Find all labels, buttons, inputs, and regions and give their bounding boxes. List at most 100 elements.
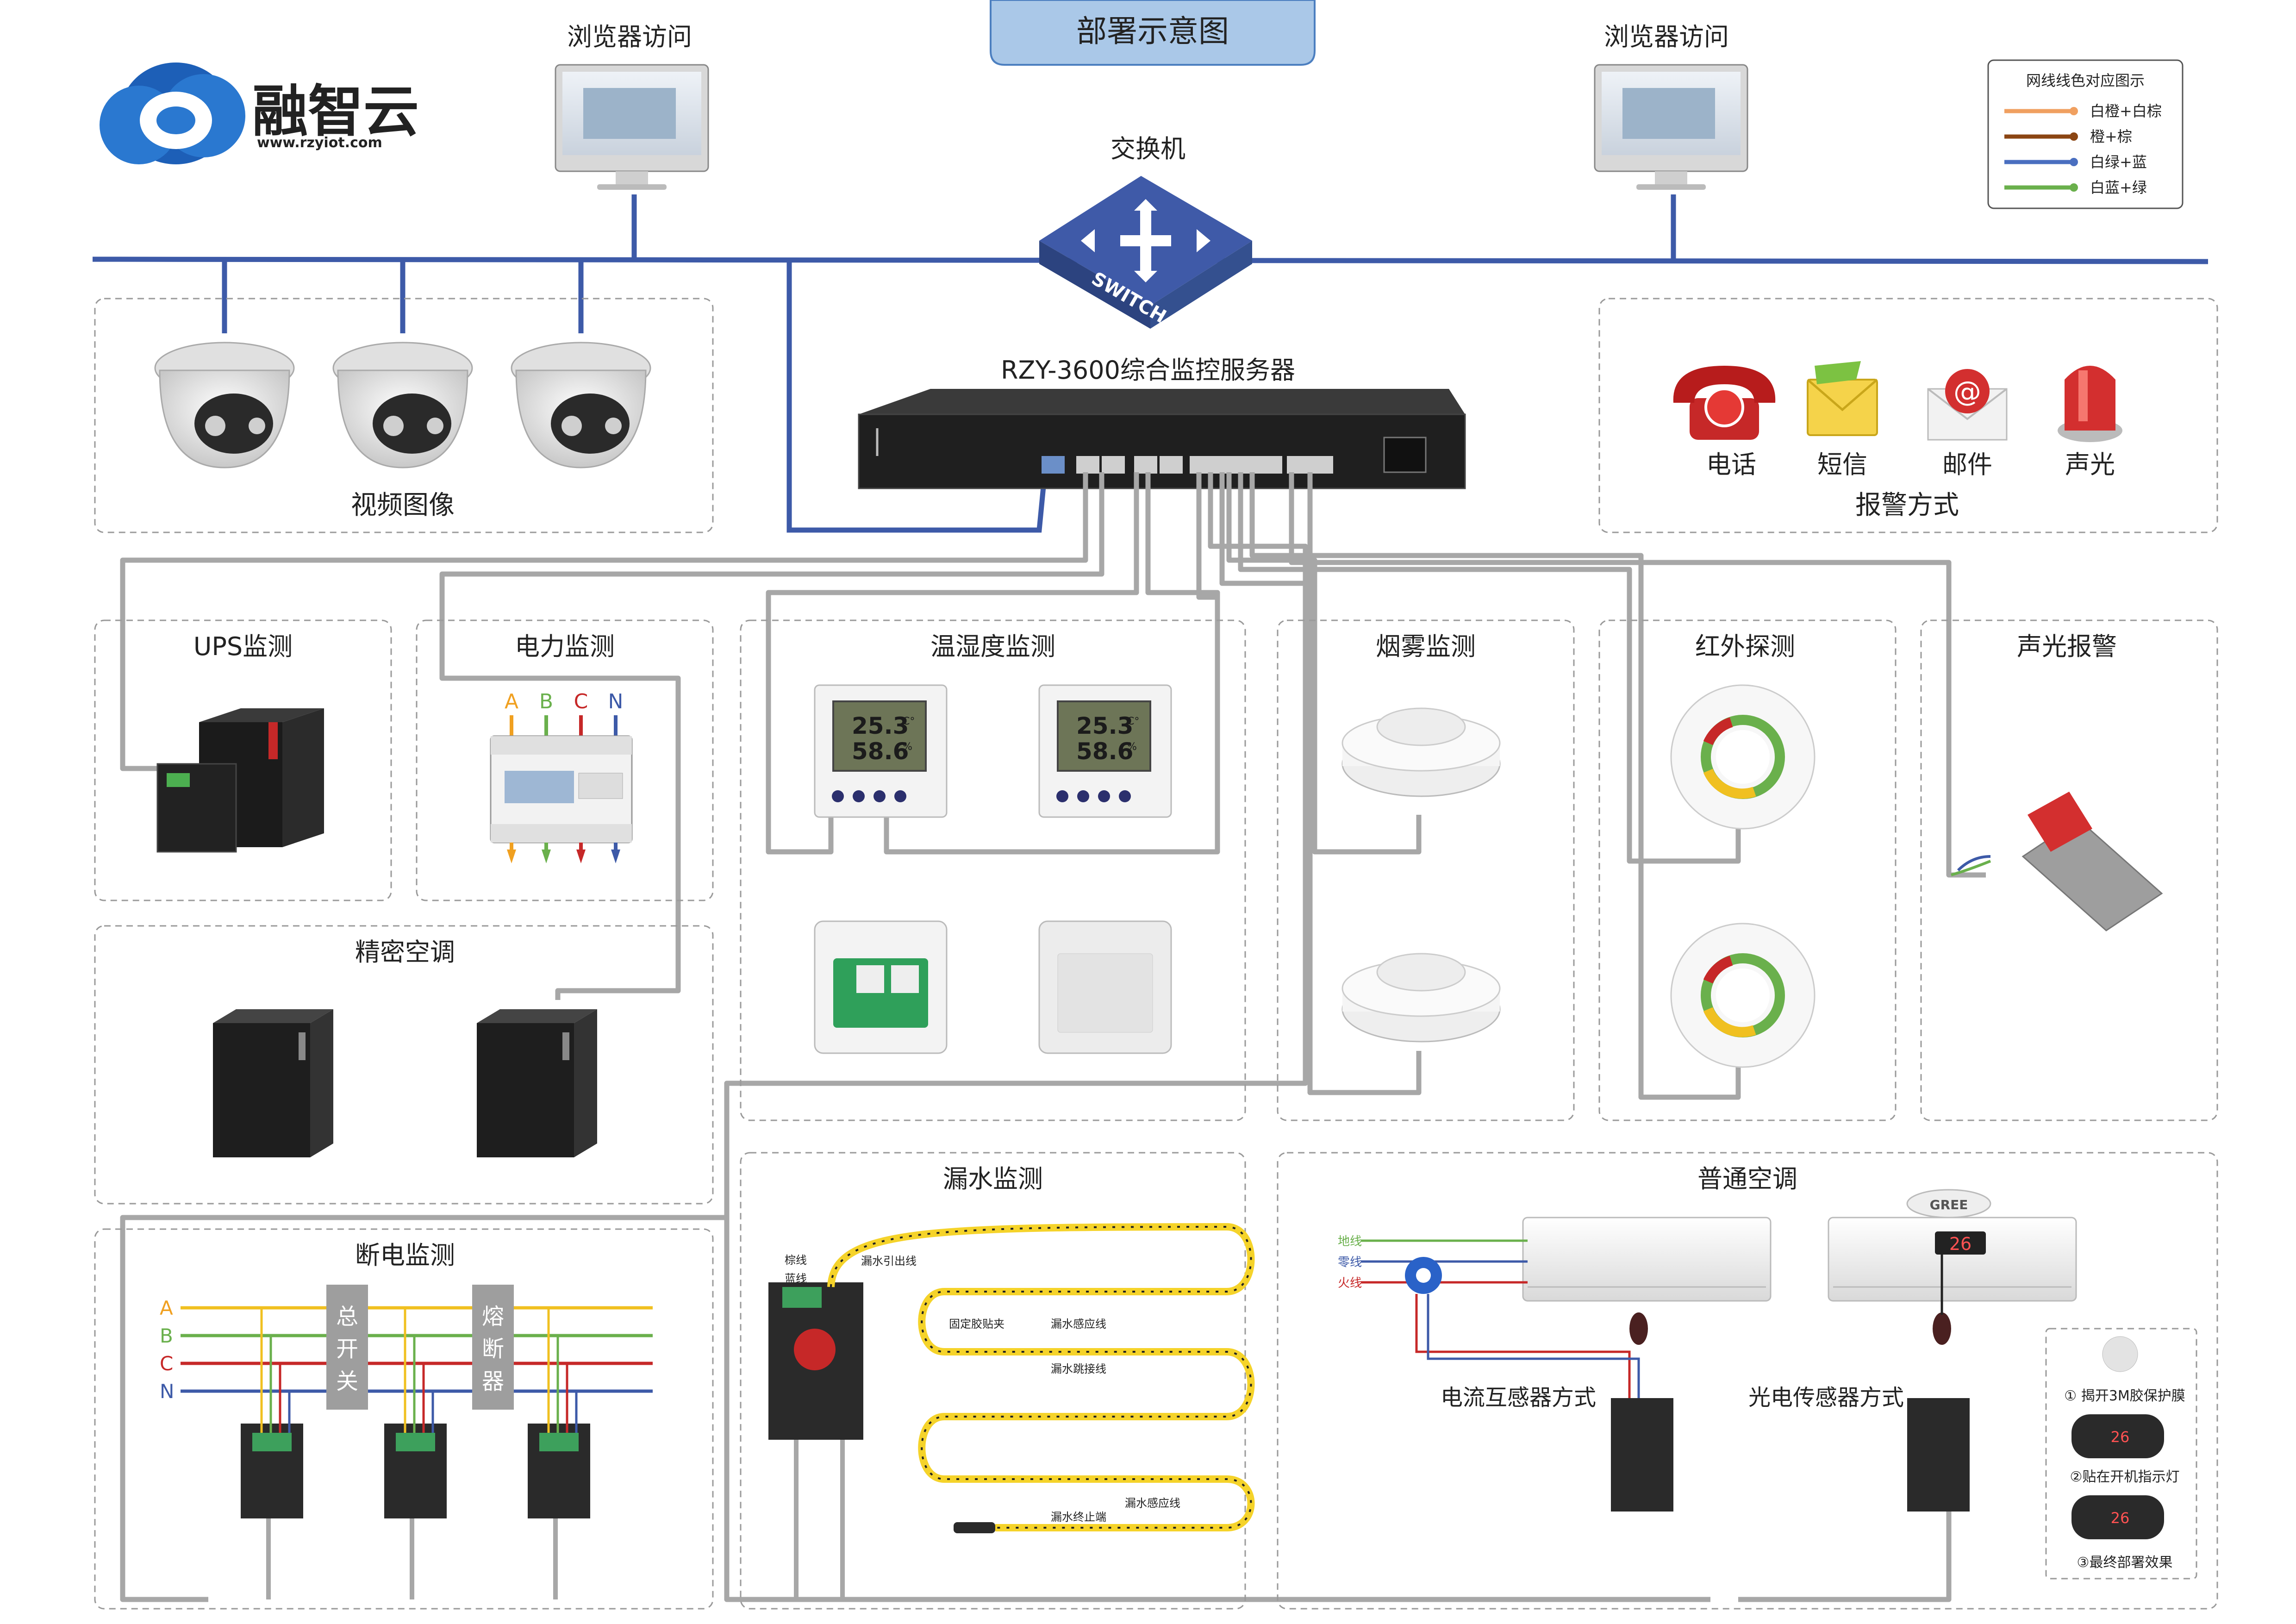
hum-unit: % (903, 741, 912, 753)
water-label: 漏水感应线 (1051, 1318, 1106, 1330)
install-step: ②贴在开机指示灯 (2070, 1469, 2180, 1485)
temp-sensor-board-open (814, 920, 948, 1054)
alarm-email-label: 邮件 (1942, 450, 1992, 479)
ac-install-steps: ① 揭开3M胶保护膜 26 ②贴在开机指示灯 26 ③最终部署效果 (2045, 1328, 2197, 1580)
cable-color-legend: 网线线色对应图示 白橙+白棕 橙+棕 白绿+蓝 白蓝+绿 (1987, 59, 2184, 209)
infrared-detector-1-icon (1670, 684, 1816, 830)
server-label: RZY-3600综合监控服务器 (1001, 356, 1295, 385)
section-title-temp: 温湿度监测 (930, 632, 1055, 661)
method-ct-label: 电流互感器方式 (1441, 1385, 1596, 1411)
fuse-char: 熔 (482, 1304, 504, 1330)
precision-ac-2-icon (477, 1009, 597, 1157)
temp-unit: C° (1127, 716, 1139, 727)
server-rack-icon (858, 389, 1466, 489)
browser-left-label: 浏览器访问 (567, 22, 692, 51)
temp-sensor-2: 25.3 C° 58.6 % (1038, 684, 1172, 818)
temp-reading: 25.3 (1076, 712, 1133, 739)
fuse-char: 器 (482, 1368, 504, 1394)
infrared-detector-2-icon (1670, 923, 1816, 1068)
water-wire-label: 棕线 (785, 1254, 807, 1267)
svg-text:@: @ (1953, 375, 1981, 408)
water-label: 漏水引出线 (861, 1255, 917, 1268)
phase-label: N (160, 1380, 174, 1403)
hum-reading: 58.6 (1076, 738, 1133, 765)
precision-ac-1-icon (213, 1009, 333, 1157)
ac-wire-label: 零线 (1338, 1255, 1362, 1269)
smoke-detector-2-icon (1341, 953, 1501, 1043)
logo-url: www.rzyiot.com (257, 135, 382, 151)
camera-1-icon (154, 342, 295, 468)
ups-icon (156, 708, 324, 853)
smoke-detector-1-icon (1341, 707, 1501, 797)
section-title-water: 漏水监测 (943, 1164, 1043, 1193)
alarm-sms-label: 短信 (1817, 450, 1867, 479)
phase-label: N (608, 690, 624, 713)
hum-reading: 58.6 (852, 738, 909, 765)
monitor-right-icon (1594, 64, 1748, 190)
water-label: 漏水感应线 (1125, 1497, 1180, 1510)
section-boxes (94, 298, 2218, 1610)
logo: 融智云 www.rzyiot.com (100, 62, 419, 164)
monitor-left-icon (555, 64, 709, 190)
power-meter: A B C N (490, 690, 633, 863)
method-photo-label: 光电传感器方式 (1748, 1385, 1904, 1411)
phase-label: C (574, 690, 588, 713)
phone-icon (1673, 366, 1776, 440)
section-title-power-off: 断电监测 (355, 1241, 455, 1270)
ac-indoor-unit-1-icon (1522, 1217, 1772, 1302)
legend-item: 白蓝+绿 (2090, 179, 2147, 196)
water-leak-setup: 棕线 蓝线 漏水引出线 固定胶贴夹 漏水感应线 漏水跳接线 漏水终止端 漏水感应… (768, 1223, 1255, 1599)
temp-reading: 25.3 (852, 712, 909, 739)
legend-item: 白绿+蓝 (2090, 153, 2147, 171)
ac-brand: GREE (1930, 1197, 1968, 1212)
ac-display-mini: 26 (2111, 1509, 2130, 1527)
ac-wire-label: 火线 (1338, 1276, 1362, 1290)
title-tab: 部署示意图 (990, 0, 1316, 66)
section-title-sound-light: 声光报警 (2017, 632, 2117, 661)
logo-name: 融智云 (252, 80, 419, 144)
section-title-normal-ac: 普通空调 (1697, 1164, 1797, 1193)
water-label: 漏水终止端 (1051, 1511, 1106, 1524)
water-label: 漏水跳接线 (1051, 1362, 1106, 1375)
alarm-sound-light-label: 声光 (2065, 450, 2115, 479)
camera-3-icon (511, 342, 651, 468)
fuse-char: 断 (482, 1336, 504, 1362)
phase-label: A (160, 1297, 173, 1319)
main-switch-char: 开 (336, 1336, 358, 1362)
install-step: ③最终部署效果 (2077, 1555, 2173, 1571)
hum-unit: % (1127, 741, 1137, 753)
phase-label: A (505, 690, 518, 713)
main-switch-char: 总 (336, 1304, 358, 1330)
ac-indoor-unit-2-icon: GREE 26 (1828, 1189, 2077, 1302)
switch-icon: SWITCH (1039, 176, 1252, 329)
section-title-power: 电力监测 (515, 632, 615, 661)
install-step: ① 揭开3M胶保护膜 (2064, 1388, 2185, 1404)
sms-icon (1807, 361, 1878, 436)
water-label: 固定胶贴夹 (949, 1318, 1004, 1330)
temp-unit: C° (903, 716, 915, 727)
siren-icon (2058, 366, 2122, 442)
section-title-precision-ac: 精密空调 (355, 937, 455, 967)
ct-wiring: 地线 零线 火线 (1338, 1235, 1970, 1512)
power-off-wiring: A B C N 总 开 关 熔 断 器 (160, 1285, 653, 1599)
legend-item: 白橙+白棕 (2090, 102, 2162, 120)
email-icon: @ (1927, 369, 2008, 441)
legend-item: 橙+棕 (2090, 128, 2132, 145)
page-title: 部署示意图 (1076, 13, 1229, 49)
section-title-video: 视频图像 (351, 490, 455, 520)
phase-label: C (160, 1352, 173, 1375)
camera-2-icon (332, 342, 473, 468)
section-title-ups: UPS监测 (193, 632, 293, 661)
ac-display: 26 (1949, 1234, 1972, 1254)
section-title-smoke: 烟雾监测 (1376, 632, 1476, 661)
switch-label: 交换机 (1111, 134, 1185, 163)
ac-wire-label: 地线 (1338, 1235, 1362, 1249)
ac-display-mini: 26 (2111, 1428, 2130, 1446)
temp-sensor-1: 25.3 C° 58.6 % (814, 684, 948, 818)
temp-sensor-board-closed (1038, 920, 1172, 1054)
section-title-alarm: 报警方式 (1855, 490, 1959, 520)
sound-light-alarm-icon (1951, 792, 2163, 931)
sensor-cables (120, 472, 1986, 1602)
section-title-infrared: 红外探测 (1695, 632, 1795, 661)
